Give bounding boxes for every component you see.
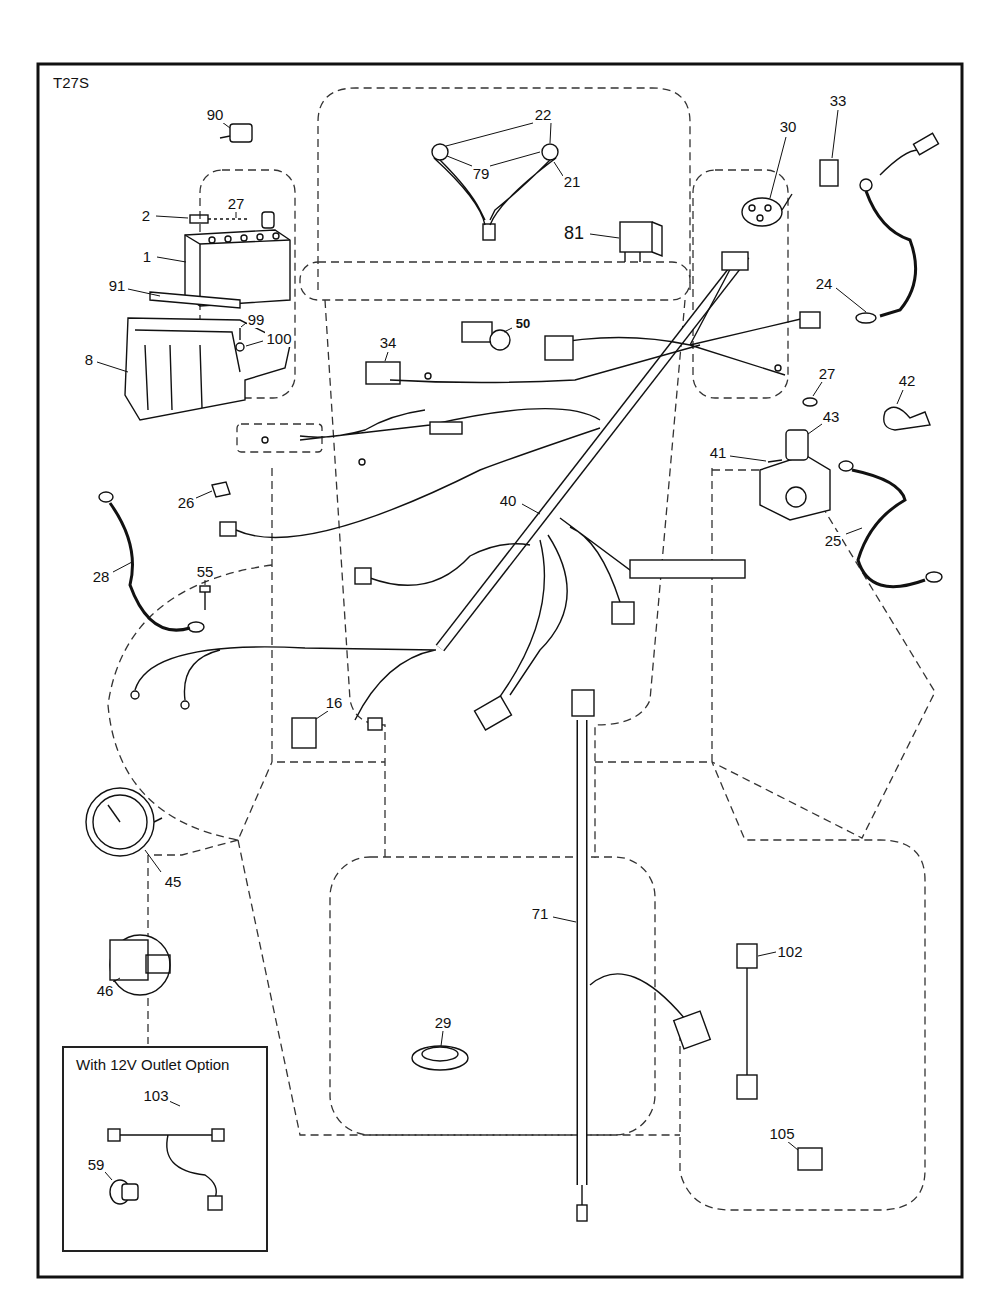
- callout-number: 24: [815, 275, 834, 292]
- callout-number: 16: [325, 694, 344, 711]
- callout-number: 103: [142, 1087, 169, 1104]
- callout-number: 50: [515, 315, 531, 332]
- callout-number: 42: [898, 372, 917, 389]
- callout-number: 27: [818, 365, 837, 382]
- tractor-outline: [108, 88, 935, 1210]
- callout-number: 22: [534, 106, 553, 123]
- callout-number: 55: [196, 563, 215, 580]
- callout-number: 90: [206, 106, 225, 123]
- callout-number: 100: [265, 330, 292, 347]
- callout-number: 99: [247, 311, 266, 328]
- callout-number: 41: [709, 444, 728, 461]
- leader-lines: [97, 110, 903, 1180]
- callout-number: 34: [379, 334, 398, 351]
- callout-number: 33: [829, 92, 848, 109]
- callout-number: 29: [434, 1014, 453, 1031]
- callout-number: 25: [824, 532, 843, 549]
- callout-number: 43: [822, 408, 841, 425]
- callout-number: 81: [563, 225, 585, 242]
- callout-number: 27: [227, 195, 246, 212]
- callout-number: 21: [563, 173, 582, 190]
- drawing-code: T27S: [52, 74, 90, 91]
- callout-number: 8: [84, 351, 94, 368]
- callout-number: 1: [142, 248, 152, 265]
- option-panel: With 12V Outlet Option: [62, 1046, 268, 1252]
- callout-number: 102: [776, 943, 803, 960]
- callout-number: 105: [768, 1125, 795, 1142]
- callout-number: 2: [141, 207, 151, 224]
- panel-heading: With 12V Outlet Option: [64, 1048, 266, 1082]
- callout-number: 59: [87, 1156, 106, 1173]
- callout-number: 26: [177, 494, 196, 511]
- callout-number: 28: [92, 568, 111, 585]
- callout-number: 45: [164, 873, 183, 890]
- callout-number: 40: [499, 492, 518, 509]
- callout-number: 79: [472, 165, 491, 182]
- frame: [38, 64, 962, 1277]
- callout-number: 91: [108, 277, 127, 294]
- callout-number: 30: [779, 118, 798, 135]
- callout-number: 46: [96, 982, 115, 999]
- callout-number: 71: [531, 905, 550, 922]
